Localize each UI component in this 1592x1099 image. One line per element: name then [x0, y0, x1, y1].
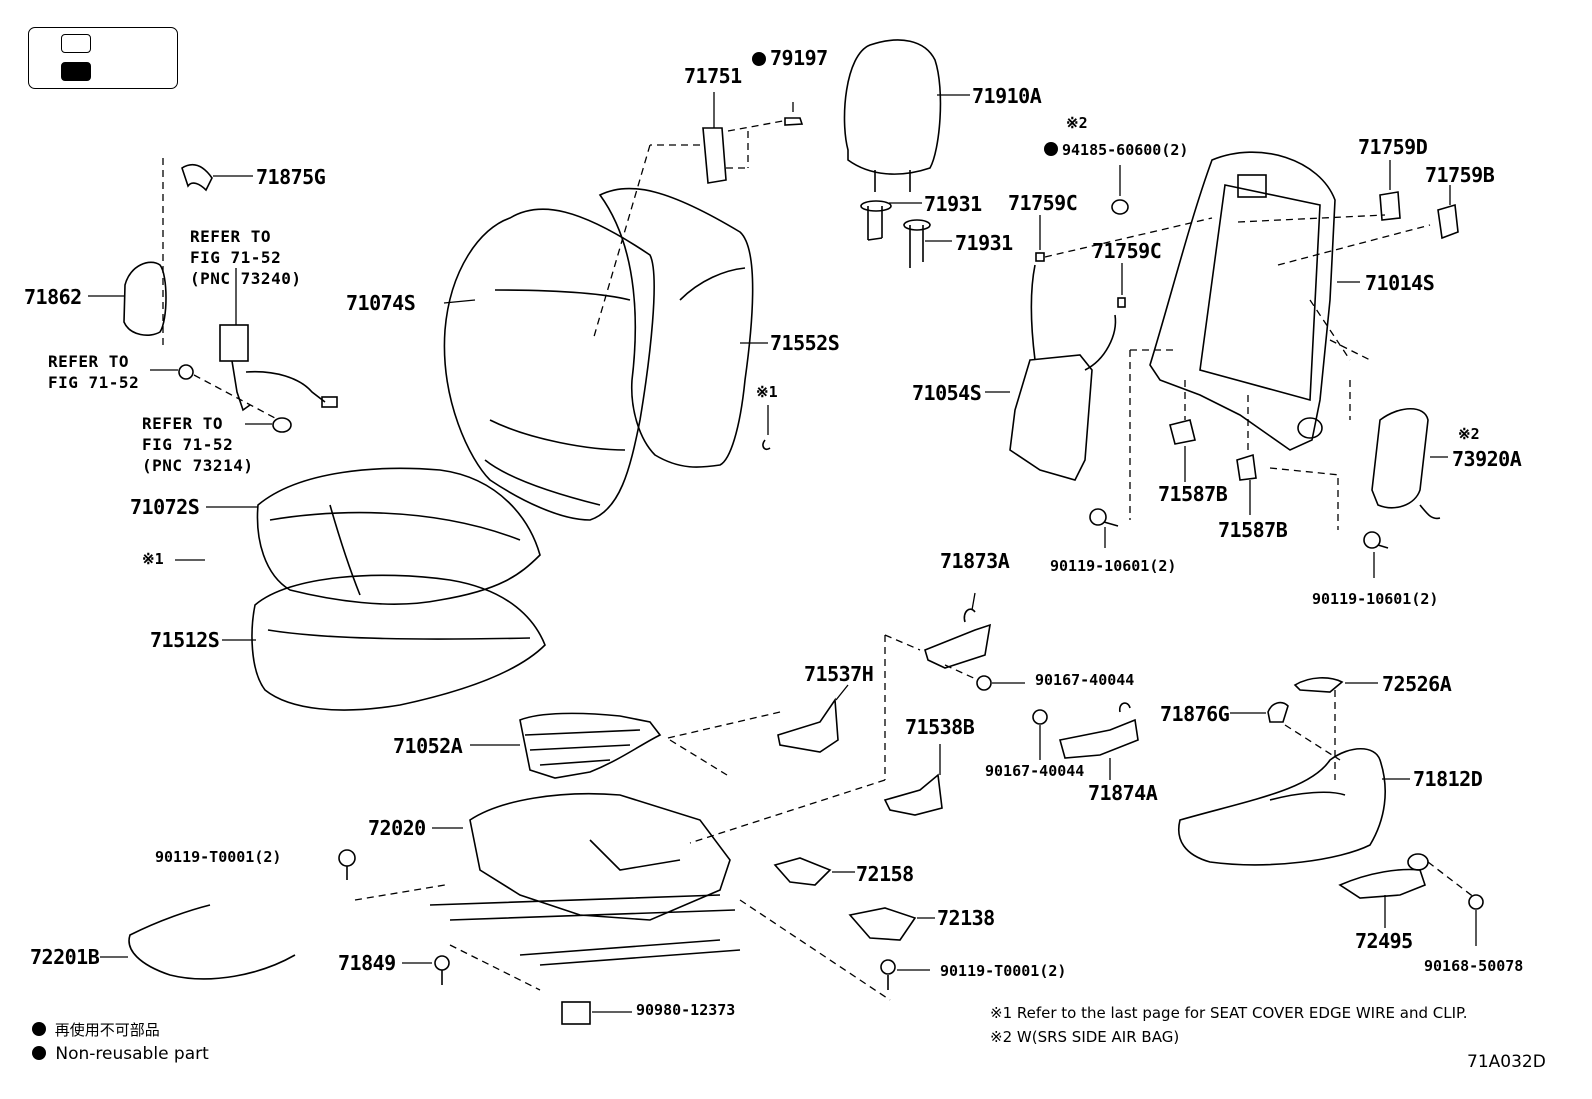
part-label-90168-50078[interactable]: 90168-50078 — [1424, 957, 1524, 975]
clip-mark-drawing — [175, 405, 771, 561]
part-label-90119-10601-right[interactable]: 90119-10601(2) — [1312, 590, 1439, 608]
bracket-71874A-drawing — [1032, 702, 1139, 780]
part-label-71759C-upper[interactable]: 71759C — [1008, 191, 1078, 215]
part-label-71759C-lower[interactable]: 71759C — [1092, 239, 1162, 263]
part-label-71054S[interactable]: 71054S — [912, 381, 982, 405]
footnote-2: ※2 W(SRS SIDE AIR BAG) — [990, 1028, 1180, 1046]
part-label-71537H[interactable]: 71537H — [804, 662, 874, 686]
footnote-1: ※1 Refer to the last page for SEAT COVER… — [990, 1004, 1468, 1022]
cushion-cover-drawing — [206, 467, 541, 605]
small-fasteners-frame-drawing — [1035, 160, 1459, 308]
legend-nonreusable-en: Non-reusable part — [32, 1044, 209, 1064]
part-label-71874A[interactable]: 71874A — [1088, 781, 1158, 805]
part-label-71812D[interactable]: 71812D — [1413, 767, 1483, 791]
legend-nonreusable-jp: 再使用不可部品 — [32, 1019, 160, 1040]
part-label-90167-40044-lower[interactable]: 90167-40044 — [985, 762, 1085, 780]
part-label-71759B[interactable]: 71759B — [1425, 163, 1495, 187]
note2-mark-airbag: ※2 — [1458, 425, 1480, 443]
part-label-90119-T0001-right[interactable]: 90119-T0001(2) — [940, 962, 1067, 980]
buckle-drawing — [150, 268, 338, 433]
lumbar-support-drawing — [985, 264, 1117, 481]
part-label-71014S[interactable]: 71014S — [1365, 271, 1435, 295]
bolts-left-drawing — [338, 849, 632, 1025]
seatback-frame-drawing — [1149, 151, 1431, 476]
part-label-71759D[interactable]: 71759D — [1358, 135, 1428, 159]
small-brackets-drawing — [773, 684, 943, 990]
part-label-71875G[interactable]: 71875G — [256, 165, 326, 189]
part-label-72526A[interactable]: 72526A — [1382, 672, 1452, 696]
non-reusable-dot-icon — [32, 1046, 46, 1060]
part-label-79197[interactable]: 79197 — [752, 48, 828, 68]
part-label-71862[interactable]: 71862 — [24, 285, 82, 309]
part-label-71552S[interactable]: 71552S — [770, 331, 840, 355]
part-label-73920A[interactable]: 73920A — [1452, 447, 1522, 471]
outer-shield-drawing — [1178, 677, 1484, 946]
headrest-guide-drawing — [860, 200, 952, 268]
note1-mark-cushion: ※1 — [142, 550, 164, 568]
part-label-71876G[interactable]: 71876G — [1160, 702, 1230, 726]
frame-bolts-drawing — [1089, 478, 1389, 578]
part-label-71512S[interactable]: 71512S — [150, 628, 220, 652]
part-label-71849[interactable]: 71849 — [338, 951, 396, 975]
spring-drawing — [470, 711, 781, 779]
part-label-71538B[interactable]: 71538B — [905, 715, 975, 739]
seatback-pad-drawing — [598, 187, 768, 468]
part-label-90119-T0001-left[interactable]: 90119-T0001(2) — [155, 848, 282, 866]
note2-mark-top: ※2 — [1066, 114, 1088, 132]
refer-note-nut: REFER TO FIG 71-52 — [48, 352, 140, 392]
part-label-71751[interactable]: 71751 — [684, 64, 742, 88]
non-reusable-dot-icon — [1044, 142, 1058, 156]
part-label-90119-10601-left[interactable]: 90119-10601(2) — [1050, 557, 1177, 575]
clips-71587B-drawing — [1129, 349, 1257, 520]
part-label-71873A[interactable]: 71873A — [940, 549, 1010, 573]
part-label-71074S[interactable]: 71074S — [346, 291, 416, 315]
black-swatch-icon — [61, 62, 91, 81]
refer-note-anchor: REFER TO FIG 71-52 (PNC 73214) — [142, 414, 254, 475]
seat-frame-drawing — [354, 635, 891, 1001]
white-swatch-icon — [61, 34, 91, 53]
part-label-71931-lower[interactable]: 71931 — [955, 231, 1013, 255]
cushion-pad-drawing — [222, 574, 546, 711]
part-label-72158[interactable]: 72158 — [856, 862, 914, 886]
refer-note-buckle: REFER TO FIG 71-52 (PNC 73240) — [190, 227, 302, 288]
part-label-72495[interactable]: 72495 — [1355, 929, 1413, 953]
part-label-72020[interactable]: 72020 — [368, 816, 426, 840]
side-shield-drawing — [88, 158, 253, 345]
part-label-71587B-right[interactable]: 71587B — [1218, 518, 1288, 542]
legend-box — [28, 27, 178, 89]
side-airbag-drawing — [1371, 408, 1448, 520]
figure-code: 71A032D — [1467, 1052, 1546, 1072]
part-label-72138[interactable]: 72138 — [937, 906, 995, 930]
part-label-90980-12373[interactable]: 90980-12373 — [636, 1001, 736, 1019]
part-label-71910A[interactable]: 71910A — [972, 84, 1042, 108]
part-label-71052A[interactable]: 71052A — [393, 734, 463, 758]
non-reusable-dot-icon — [32, 1022, 46, 1036]
note1-mark-pad: ※1 — [756, 383, 778, 401]
headrest-drawing — [843, 39, 970, 192]
part-label-71587B-left[interactable]: 71587B — [1158, 482, 1228, 506]
seatback-cover-drawing — [443, 208, 655, 521]
part-label-90167-40044-upper[interactable]: 90167-40044 — [1035, 671, 1135, 689]
non-reusable-dot-icon — [752, 52, 766, 66]
edge-wire-drawing — [100, 904, 296, 980]
part-label-71072S[interactable]: 71072S — [130, 495, 200, 519]
bracket-71751-drawing — [592, 92, 804, 341]
part-label-94185[interactable]: 94185-60600(2) — [1044, 142, 1188, 158]
part-label-71931-upper[interactable]: 71931 — [924, 192, 982, 216]
bracket-71873A-drawing — [884, 592, 1025, 691]
part-label-72201B[interactable]: 72201B — [30, 945, 100, 969]
